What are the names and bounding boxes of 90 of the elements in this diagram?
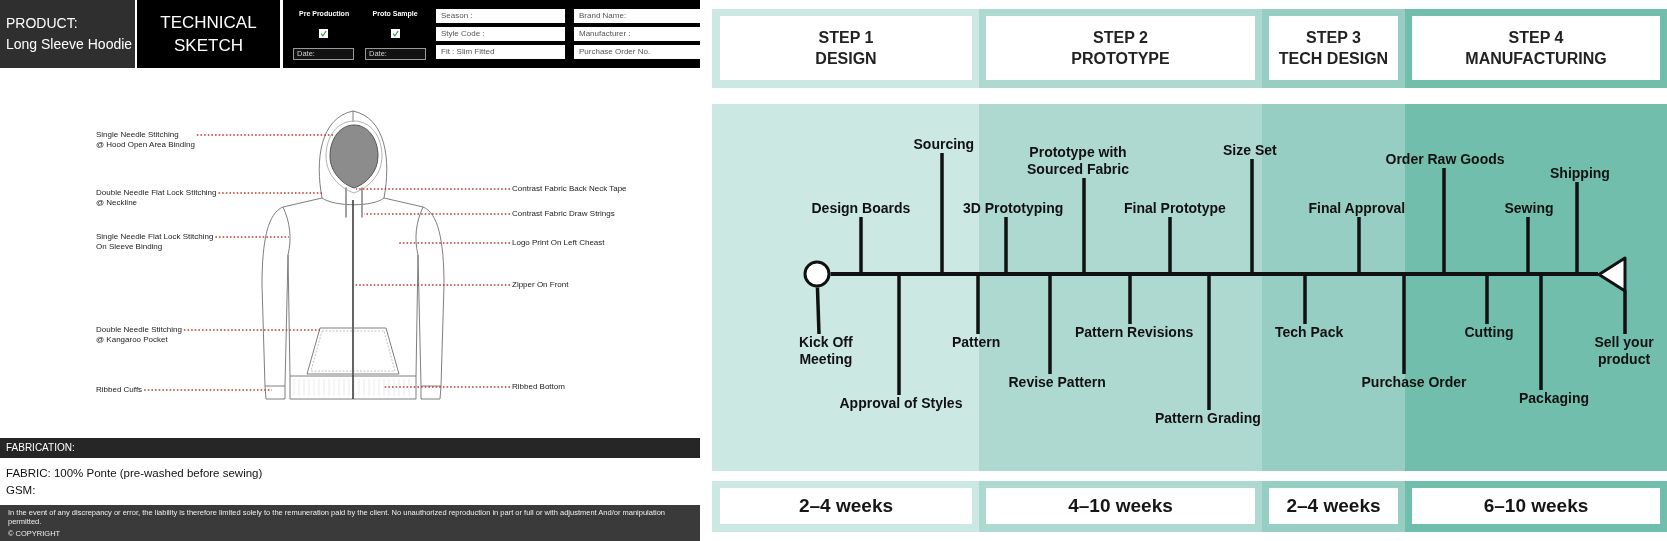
milestone-label: 3D Prototyping bbox=[963, 200, 1064, 217]
timeline-start-circle bbox=[803, 260, 831, 288]
milestone-label: Final Prototype bbox=[1124, 200, 1226, 217]
milestone-tick bbox=[1168, 217, 1172, 272]
step-number: STEP 3 bbox=[1306, 28, 1361, 48]
product-name: Long Sleeve Hoodie bbox=[6, 35, 133, 54]
section-heading-bar: FABRICATION: bbox=[0, 438, 700, 458]
callout-label: Logo Print On Left Cheast bbox=[512, 238, 605, 248]
leader-line bbox=[363, 213, 511, 215]
milestone-tick bbox=[1004, 217, 1008, 272]
gsm-label: GSM: bbox=[6, 483, 36, 497]
callout-label: Ribbed Cuffs bbox=[96, 385, 143, 395]
step-number: STEP 4 bbox=[1508, 28, 1564, 48]
milestone-label: Kick Off Meeting bbox=[799, 334, 853, 368]
timeline-line bbox=[830, 272, 1598, 276]
callout-label: Double Needle Flat Lock Stitching @ Neckline bbox=[96, 188, 217, 208]
form-field: Season : bbox=[436, 9, 565, 23]
form-field: Manufacturer : bbox=[574, 27, 700, 41]
milestone-label: Pattern Revisions bbox=[1075, 324, 1194, 341]
milestone-label: Order Raw Goods bbox=[1385, 151, 1505, 168]
leader-line bbox=[214, 236, 290, 238]
milestone-tick bbox=[1303, 276, 1307, 324]
fabric-description: FABRIC: 100% Ponte (pre-washed before sewing) bbox=[6, 466, 263, 480]
milestone-tick bbox=[1048, 276, 1052, 374]
milestone-label: Sell your product bbox=[1594, 334, 1654, 368]
milestone-label: Cutting bbox=[1464, 324, 1514, 341]
milestone-label: Shipping bbox=[1550, 165, 1610, 182]
sheet-title-panel: TECHNICAL SKETCH bbox=[137, 0, 280, 68]
milestone-label: Revise Pattern bbox=[1008, 374, 1106, 391]
leader-line bbox=[355, 188, 511, 190]
milestone-tick bbox=[1357, 217, 1361, 272]
milestone-tick bbox=[1526, 217, 1530, 272]
milestone-tick bbox=[1539, 276, 1543, 390]
step-heading-panel bbox=[1412, 16, 1660, 80]
milestone-label: Sewing bbox=[1504, 200, 1554, 217]
milestone-tick bbox=[1250, 159, 1254, 272]
milestone-tick bbox=[976, 276, 980, 334]
product-heading: PRODUCT: bbox=[6, 14, 78, 33]
milestone-label: Tech Pack bbox=[1275, 324, 1344, 341]
step-name: TECH DESIGN bbox=[1278, 49, 1389, 69]
milestone-label: Prototype with Sourced Fabric bbox=[1027, 144, 1129, 178]
milestone-label: Final Approval bbox=[1308, 200, 1406, 217]
callout-label: Zipper On Front bbox=[512, 280, 569, 290]
milestone-label: Design Boards bbox=[811, 200, 911, 217]
milestone-tick bbox=[1082, 178, 1086, 272]
leader-line bbox=[398, 242, 511, 244]
milestone-tick bbox=[1402, 276, 1406, 374]
leader-line bbox=[196, 134, 336, 136]
milestone-label: Approval of Styles bbox=[839, 395, 963, 412]
timeline-end-triangle bbox=[1596, 255, 1627, 293]
step-name: PROTOTYPE bbox=[1071, 49, 1170, 69]
callout-label: Double Needle Stitching @ Kangaroo Pocket bbox=[96, 325, 182, 345]
milestone-tick bbox=[1623, 290, 1627, 334]
step-heading-panel bbox=[986, 16, 1255, 80]
milestone-tick bbox=[1128, 276, 1132, 324]
milestone-tick bbox=[815, 287, 821, 335]
callout-label: Single Needle Flat Lock Stitching On Sleeve Binding bbox=[96, 232, 214, 252]
callout-label: Contrast Fabric Back Neck Tape bbox=[512, 184, 627, 194]
step-name: DESIGN bbox=[815, 49, 877, 69]
milestone-tick bbox=[1575, 182, 1579, 272]
callout-label: Single Needle Stitching @ Hood Open Area Binding bbox=[96, 130, 195, 150]
form-field: Fit : Slim Fitted bbox=[436, 45, 565, 59]
product-panel bbox=[0, 0, 135, 68]
milestone-tick bbox=[897, 276, 901, 395]
form-field: Style Code : bbox=[436, 27, 565, 41]
step-number: STEP 1 bbox=[818, 28, 874, 48]
form-field: Brand Name: bbox=[574, 9, 700, 23]
duration-panel: 4–10 weeks bbox=[986, 488, 1255, 524]
milestone-label: Purchase Order bbox=[1361, 374, 1467, 391]
milestone-label: Pattern bbox=[952, 334, 1001, 351]
milestone-label: Sourcing bbox=[913, 136, 975, 153]
leader-line bbox=[217, 192, 323, 194]
callout-label: Ribbed Bottom bbox=[512, 382, 565, 392]
step-heading-panel bbox=[1269, 16, 1398, 80]
form-field: Purchase Order No. bbox=[574, 45, 700, 59]
step-number: STEP 2 bbox=[1093, 28, 1148, 48]
milestone-tick bbox=[859, 217, 863, 272]
step-heading-panel bbox=[720, 16, 972, 80]
milestone-tick bbox=[1442, 168, 1446, 272]
leader-line bbox=[354, 284, 511, 286]
milestone-label: Size Set bbox=[1223, 142, 1277, 159]
leader-line bbox=[383, 386, 511, 388]
step-name: MANUFACTURING bbox=[1465, 49, 1607, 69]
callout-label: Contrast Fabric Draw Strings bbox=[512, 209, 615, 219]
milestone-label: Pattern Grading bbox=[1155, 410, 1261, 427]
milestone-tick bbox=[1485, 276, 1489, 324]
milestone-label: Packaging bbox=[1519, 390, 1590, 407]
milestone-tick bbox=[1207, 276, 1211, 410]
leader-line bbox=[183, 329, 321, 331]
milestone-tick bbox=[940, 153, 944, 272]
